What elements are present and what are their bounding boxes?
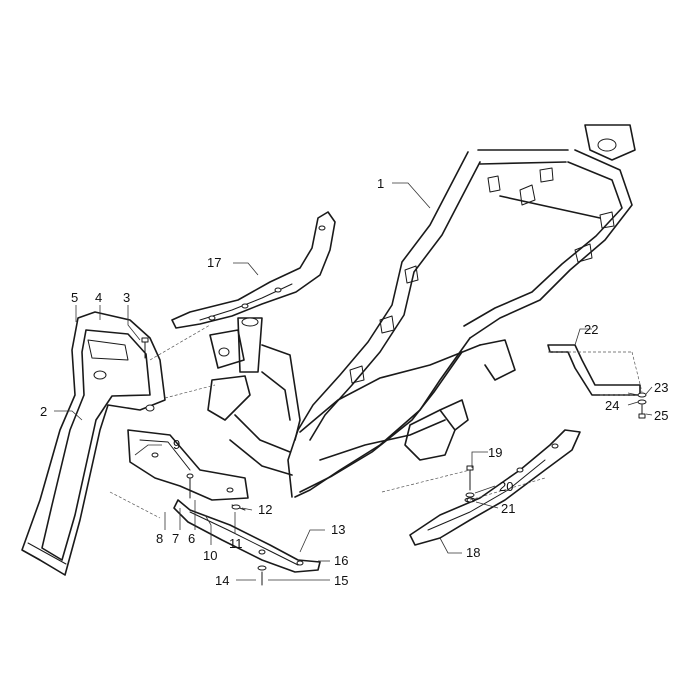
callout-3: 3: [123, 290, 130, 305]
callout-9: 9: [173, 437, 180, 452]
leader-lines: [54, 182, 653, 581]
callout-21: 21: [501, 501, 515, 516]
callout-19: 19: [488, 445, 502, 460]
fasteners: [141, 337, 647, 586]
lower-bracket-part-18: [409, 429, 581, 546]
callout-4: 4: [95, 290, 102, 305]
callout-22: 22: [584, 322, 598, 337]
callout-24: 24: [605, 398, 619, 413]
callout-25: 25: [654, 408, 668, 423]
callouts: 1 2 3 4 5 6 7 8 9 10 11 12 13 14 15 16 1…: [40, 176, 668, 588]
footrest-bracket-part-13: [173, 499, 321, 573]
callout-7: 7: [172, 531, 179, 546]
rear-bracket-part-22: [547, 344, 641, 396]
callout-8: 8: [156, 531, 163, 546]
callout-1: 1: [377, 176, 384, 191]
callout-17: 17: [207, 255, 221, 270]
alignment-lines: [109, 324, 643, 519]
side-bracket-part-9: [127, 429, 249, 501]
callout-15: 15: [334, 573, 348, 588]
callout-14: 14: [215, 573, 229, 588]
callout-10: 10: [203, 548, 217, 563]
callout-6: 6: [188, 531, 195, 546]
callout-12: 12: [258, 502, 272, 517]
front-subframe-part-2: [21, 311, 166, 576]
main-frame: [207, 124, 636, 498]
callout-2: 2: [40, 404, 47, 419]
callout-23: 23: [654, 380, 668, 395]
callout-11: 11: [229, 536, 243, 551]
callout-5: 5: [71, 290, 78, 305]
callout-18: 18: [466, 545, 480, 560]
callout-16: 16: [334, 553, 348, 568]
upper-bracket-part-17: [171, 211, 336, 329]
callout-20: 20: [499, 479, 513, 494]
callout-13: 13: [331, 522, 345, 537]
